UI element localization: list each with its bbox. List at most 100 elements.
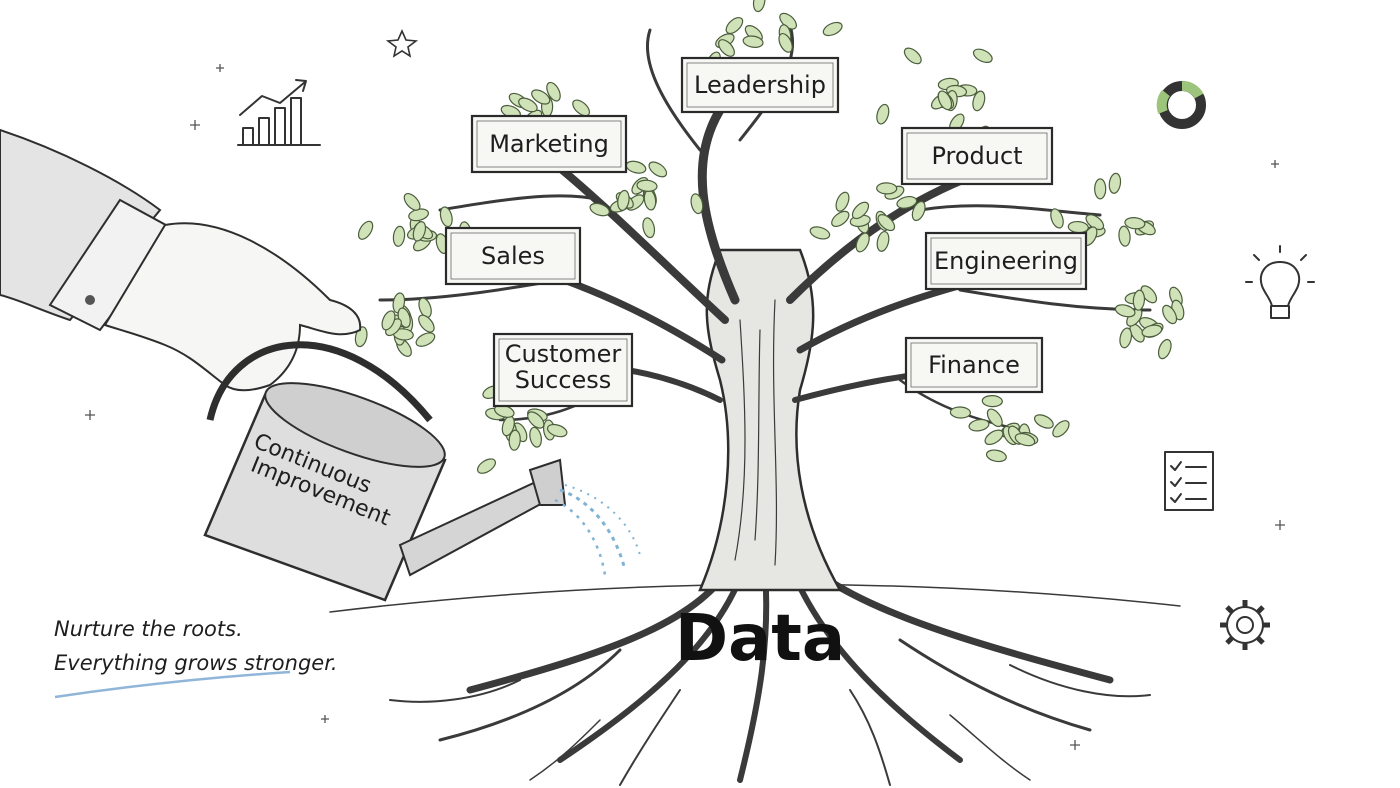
sign-customer-success-line2: Success [515, 366, 612, 394]
leaf [476, 458, 497, 474]
leaf [822, 21, 843, 37]
leaf [981, 394, 1003, 408]
leaf [1141, 324, 1163, 338]
leaf [636, 179, 658, 192]
hand-icon [0, 128, 362, 392]
leaf [403, 193, 421, 211]
leaf [1108, 172, 1122, 194]
leaf [357, 220, 374, 240]
water-stream [554, 484, 641, 576]
leaf [985, 449, 1007, 463]
leaf [1050, 208, 1064, 229]
donut-chart-icon [1156, 81, 1206, 129]
rising-bar-chart-icon [237, 79, 321, 146]
leaf [1094, 178, 1107, 200]
leaf [972, 48, 993, 64]
leaf [972, 90, 986, 112]
leaf [835, 191, 850, 212]
leaf [529, 426, 542, 448]
sign-sales: Sales [444, 226, 582, 286]
leaf [1085, 214, 1105, 231]
leaf [1052, 420, 1070, 438]
leaf [986, 408, 1003, 428]
leaf [381, 310, 396, 331]
leaf [752, 0, 766, 13]
leaf [1114, 304, 1136, 318]
gear-icon [1220, 600, 1270, 650]
leaf [778, 32, 793, 53]
leaf [589, 202, 610, 217]
sign-finance: Finance [904, 336, 1044, 394]
leaf [617, 189, 630, 211]
roots-label: Data [675, 602, 845, 676]
star-icon [385, 29, 419, 58]
watering-can-icon: Continuous Improvement [203, 341, 567, 602]
leaf [1119, 327, 1133, 349]
leaf [508, 429, 521, 451]
leaf [876, 182, 898, 195]
sign-product-label: Product [931, 142, 1022, 170]
leaf [1162, 304, 1178, 325]
leaf [876, 103, 890, 125]
leaf [531, 89, 551, 105]
leaf [876, 230, 890, 252]
leaf [1132, 289, 1146, 311]
caption: Nurture the roots. Everything grows stro… [54, 612, 344, 680]
checklist-icon [1164, 451, 1214, 511]
leaf [1124, 217, 1146, 230]
leaf [572, 99, 590, 117]
leaf [911, 200, 926, 222]
sparkles [85, 64, 1285, 750]
leaf [937, 90, 953, 111]
leaf [903, 47, 922, 65]
leaf [1033, 414, 1054, 429]
leaf [412, 221, 427, 242]
lightbulb-icon [1245, 245, 1315, 319]
sign-finance-label: Finance [928, 351, 1020, 379]
leaf [1157, 338, 1172, 360]
leaf [625, 160, 647, 174]
leaf [392, 225, 406, 247]
leaf [648, 161, 668, 178]
leaf [415, 332, 436, 347]
leaf [809, 226, 831, 240]
leaf [968, 418, 990, 432]
leaf [949, 406, 971, 419]
leaf [527, 411, 545, 429]
leaf [546, 423, 568, 438]
sign-marketing-label: Marketing [489, 130, 609, 158]
leaf [718, 39, 735, 57]
sign-marketing: Marketing [470, 114, 628, 174]
sign-engineering-label: Engineering [934, 247, 1078, 275]
leaf [690, 193, 704, 215]
leaf [439, 206, 453, 228]
sign-leadership: Leadership [680, 56, 840, 114]
leaf [642, 217, 656, 239]
caption-underline [54, 670, 291, 699]
sign-customer-success: Customer Success [492, 332, 634, 408]
sign-customer-success-line1: Customer [505, 340, 622, 368]
tree-trunk [698, 248, 843, 592]
leaf [877, 214, 896, 232]
tree-leaves [354, 0, 1185, 474]
leaf [725, 16, 744, 35]
leaf [546, 81, 561, 102]
leaf [896, 195, 918, 209]
leaf [742, 35, 764, 48]
caption-line2: Everything grows stronger. [54, 651, 338, 675]
leaf [518, 97, 538, 113]
caption-line1: Nurture the roots. [54, 617, 243, 641]
leaf [1067, 220, 1089, 234]
leaf [1014, 432, 1036, 447]
sign-product: Product [900, 126, 1054, 186]
sign-engineering: Engineering [924, 231, 1088, 291]
leaf [855, 232, 870, 253]
leaf [1118, 225, 1131, 247]
leaf [831, 210, 850, 228]
leaf [851, 201, 870, 220]
sign-sales-label: Sales [481, 242, 545, 270]
leaf [418, 314, 435, 333]
leaf [984, 429, 1004, 446]
sign-leadership-label: Leadership [694, 71, 826, 99]
